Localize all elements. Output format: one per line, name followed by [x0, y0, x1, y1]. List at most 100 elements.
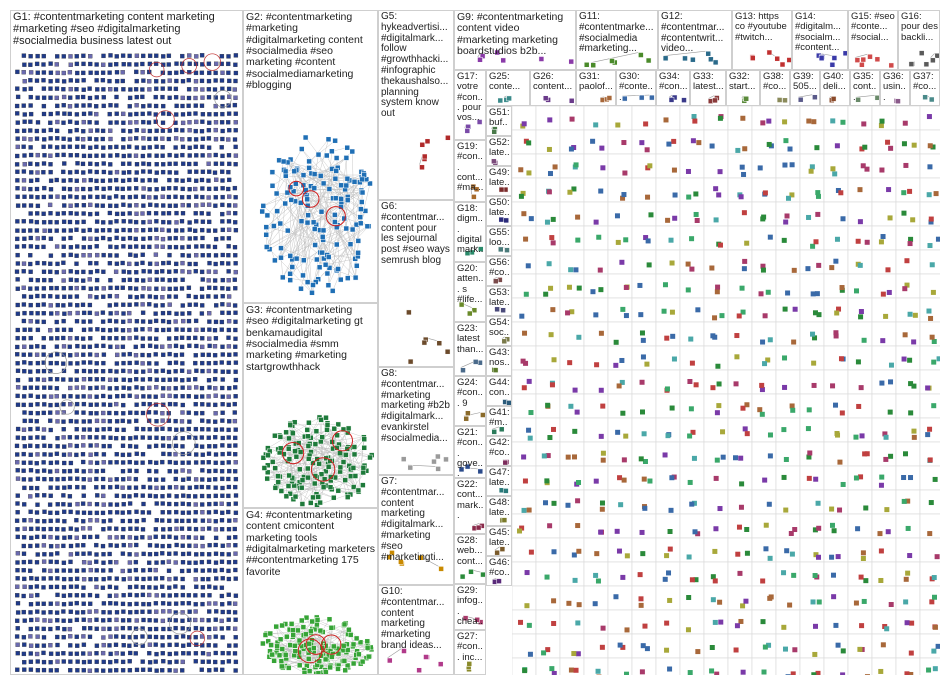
vertex-marker — [154, 361, 159, 366]
vertex-marker — [120, 625, 126, 631]
vertex-marker — [67, 535, 73, 540]
vertex-marker — [127, 668, 133, 673]
small-group-tile — [679, 177, 705, 203]
vertex-marker — [814, 145, 820, 151]
group-graph — [458, 301, 478, 317]
vertex-marker — [101, 335, 106, 341]
vertex-marker — [55, 311, 60, 316]
vertex-marker — [54, 145, 60, 150]
vertex-marker — [220, 635, 225, 640]
vertex-marker — [575, 498, 581, 504]
vertex-marker — [55, 535, 60, 540]
vertex-marker — [233, 310, 238, 315]
vertex-marker — [575, 620, 581, 626]
vertex-marker — [186, 551, 192, 556]
vertex-marker — [853, 475, 859, 481]
edge — [296, 199, 308, 259]
edge — [344, 189, 362, 210]
vertex-marker — [48, 568, 53, 574]
vertex-marker — [296, 637, 303, 644]
vertex-marker — [760, 578, 766, 584]
vertex-marker — [219, 626, 224, 631]
vertex-marker — [62, 519, 67, 524]
vertex-marker — [193, 460, 199, 465]
small-group-tile — [655, 489, 681, 515]
vertex-marker — [526, 378, 532, 384]
vertex-marker — [180, 152, 185, 158]
vertex-marker — [127, 153, 132, 158]
vertex-marker — [127, 104, 132, 109]
vertex-marker — [173, 377, 178, 382]
vertex-marker — [108, 153, 113, 158]
vertex-marker — [233, 452, 238, 457]
vertex-marker — [765, 357, 771, 363]
small-group-tile — [799, 106, 825, 131]
vertex-marker — [29, 310, 34, 316]
vertex-marker — [94, 70, 99, 76]
vertex-marker — [61, 286, 66, 291]
vertex-marker — [212, 376, 218, 382]
vertex-marker — [878, 239, 884, 245]
vertex-marker — [173, 194, 178, 199]
vertex-marker — [128, 610, 133, 615]
vertex-marker — [15, 667, 20, 672]
group-graph — [491, 158, 499, 165]
vertex-marker — [226, 402, 231, 407]
vertex-marker — [15, 69, 20, 75]
vertex-marker — [147, 111, 152, 116]
vertex-marker — [81, 170, 86, 175]
group-cell-g50: G50: late... — [486, 196, 512, 226]
vertex-marker — [306, 158, 312, 165]
vertex-marker — [619, 259, 625, 265]
small-group-tile — [751, 153, 777, 179]
vertex-marker — [837, 459, 843, 465]
vertex-marker — [81, 228, 86, 233]
vertex-marker — [716, 192, 722, 198]
vertex-marker — [34, 61, 40, 67]
vertex-marker — [147, 261, 153, 266]
vertex-marker — [476, 119, 483, 125]
vertex-marker — [335, 650, 342, 657]
vertex-marker — [326, 265, 333, 271]
vertex-marker — [47, 202, 53, 208]
vertex-marker — [187, 617, 192, 623]
vertex-marker — [41, 211, 46, 216]
edge — [854, 53, 868, 58]
vertex-marker — [282, 168, 289, 175]
vertex-marker — [121, 609, 126, 614]
vertex-marker — [114, 327, 119, 332]
vertex-marker — [34, 352, 40, 357]
vertex-marker — [41, 435, 46, 440]
vertex-marker — [154, 227, 159, 232]
vertex-marker — [600, 457, 606, 463]
vertex-marker — [94, 104, 99, 109]
vertex-marker — [94, 377, 99, 382]
vertex-marker — [120, 651, 125, 656]
vertex-marker — [864, 166, 870, 172]
vertex-marker — [782, 646, 788, 652]
vertex-marker — [87, 277, 92, 282]
small-group-tile — [775, 345, 801, 371]
vertex-marker — [28, 111, 34, 117]
vertex-marker — [550, 307, 556, 313]
vertex-marker — [664, 647, 670, 653]
vertex-marker — [226, 294, 232, 299]
vertex-marker — [113, 601, 119, 606]
vertex-marker — [193, 502, 198, 507]
vertex-marker — [886, 187, 892, 193]
edge — [301, 148, 348, 201]
vertex-marker — [212, 444, 218, 449]
vertex-marker — [314, 256, 320, 263]
vertex-marker — [114, 668, 119, 673]
vertex-marker — [551, 357, 557, 363]
vertex-marker — [154, 543, 159, 548]
vertex-marker — [213, 161, 219, 166]
vertex-marker — [127, 552, 132, 557]
vertex-marker — [120, 469, 126, 474]
vertex-marker — [147, 195, 152, 200]
vertex-marker — [233, 261, 238, 266]
vertex-marker — [784, 548, 790, 554]
vertex-marker — [28, 186, 33, 192]
vertex-marker — [134, 319, 140, 324]
vertex-marker — [551, 670, 557, 675]
